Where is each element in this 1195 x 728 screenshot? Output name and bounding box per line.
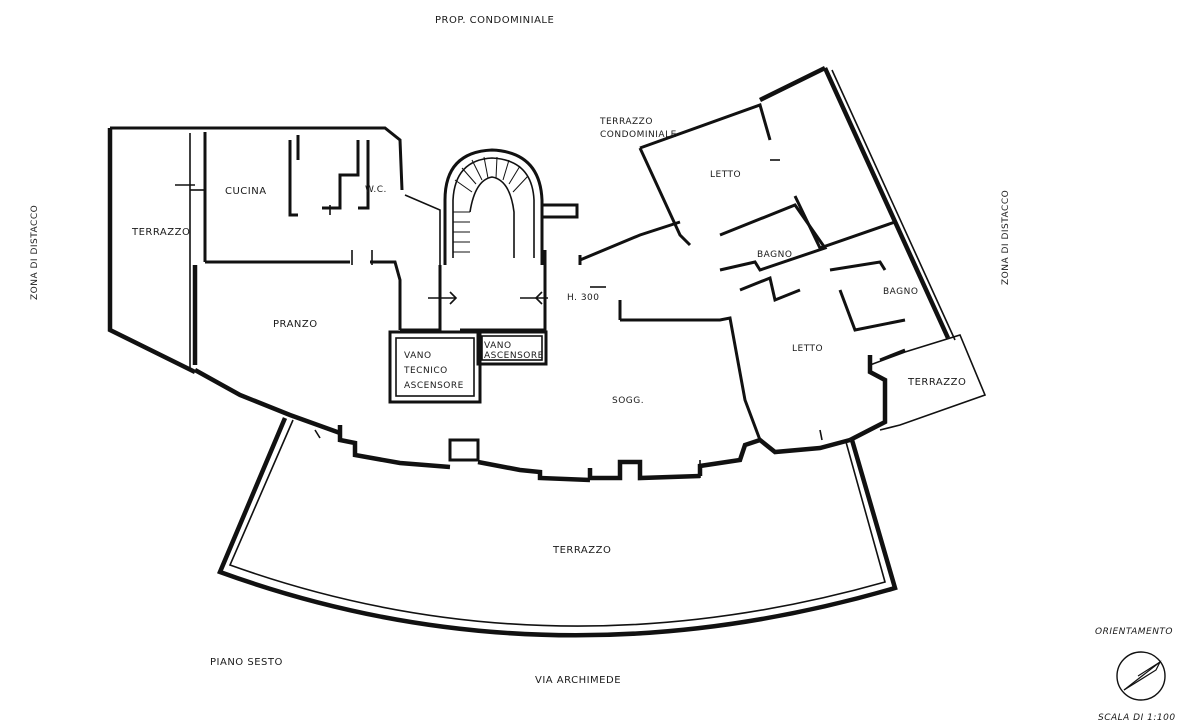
door-markers bbox=[175, 159, 823, 478]
label-terrazzo-condominiale-1: TERRAZZO bbox=[599, 117, 653, 127]
label-letto-south: LETTO bbox=[792, 344, 823, 354]
stair-core bbox=[388, 148, 579, 404]
label-vano-ascensore-2: ASCENSORE bbox=[484, 351, 544, 361]
title-prop-condominiale: PROP. CONDOMINIALE bbox=[435, 15, 554, 26]
label-bagno-2: BAGNO bbox=[883, 287, 918, 297]
label-bagno-1: BAGNO bbox=[757, 250, 792, 260]
label-soggiorno: SOGG. bbox=[612, 396, 644, 406]
label-cucina: CUCINA bbox=[225, 186, 267, 197]
label-letto-north: LETTO bbox=[710, 170, 741, 180]
label-vano-ascensore-1: VANO bbox=[484, 341, 512, 351]
sheet-annotations: PROP. CONDOMINIALE PIANO SESTO VIA ARCHI… bbox=[30, 15, 1176, 723]
orientation-compass-icon bbox=[1116, 651, 1166, 701]
label-terrazzo-condominiale-2: CONDOMINIALE bbox=[600, 130, 677, 140]
label-vano-tecnico-2: TECNICO bbox=[403, 366, 448, 376]
south-terrace-outline bbox=[217, 417, 898, 638]
stair-treads bbox=[453, 156, 529, 253]
label-wc: W.C. bbox=[365, 185, 387, 195]
room-labels: TERRAZZO CUCINA W.C. PRANZO VANO TECNICO… bbox=[131, 117, 966, 556]
label-orientamento: ORIENTAMENTO bbox=[1095, 627, 1173, 637]
label-piano-sesto: PIANO SESTO bbox=[210, 657, 283, 668]
label-terrazzo-west: TERRAZZO bbox=[131, 227, 190, 238]
interior-walls-east bbox=[618, 195, 906, 441]
label-zona-distacco-left: ZONA DI DISTACCO bbox=[30, 205, 40, 300]
label-terrazzo-east: TERRAZZO bbox=[907, 377, 966, 388]
label-height: H. 300 bbox=[567, 293, 600, 303]
label-vano-tecnico-1: VANO bbox=[404, 351, 432, 361]
label-scala: SCALA DI 1:100 bbox=[1098, 713, 1176, 723]
label-pranzo: PRANZO bbox=[273, 319, 318, 330]
label-zona-distacco-right: ZONA DI DISTACCO bbox=[1001, 190, 1011, 285]
outer-walls bbox=[107, 65, 987, 483]
label-via-archimede: VIA ARCHIMEDE bbox=[535, 675, 621, 686]
label-vano-tecnico-3: ASCENSORE bbox=[404, 381, 464, 391]
interior-walls-west bbox=[190, 132, 441, 365]
label-terrazzo-south: TERRAZZO bbox=[552, 545, 611, 556]
